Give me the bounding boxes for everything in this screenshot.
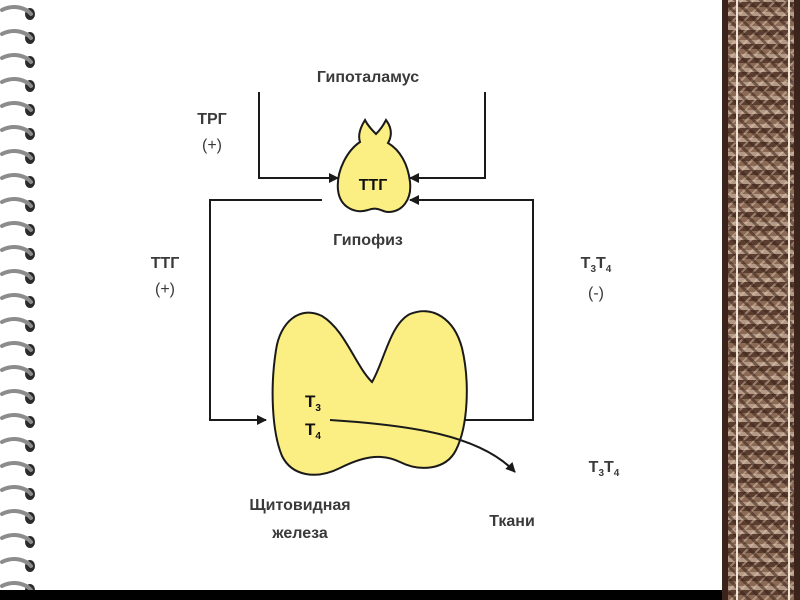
feedback-label: Т3Т4 (581, 255, 612, 275)
trh-sign: (+) (202, 137, 222, 154)
binding-ring (0, 149, 33, 160)
notebook-page (0, 0, 722, 590)
thyroid-t4: Т4 (305, 420, 321, 442)
bottom-bar (0, 590, 722, 600)
tsh-label: ТТГ (151, 255, 180, 272)
binding-ring (0, 245, 33, 256)
binding-ring (0, 437, 33, 448)
binding-ring (0, 389, 33, 400)
binding-ring (0, 5, 33, 16)
trh-arrow-right (409, 92, 486, 183)
pituitary-hormone: ТТГ (359, 177, 388, 194)
pituitary-gland (336, 117, 412, 214)
tsh-arrow (209, 199, 322, 425)
binding-ring (0, 101, 33, 112)
spiral-binding (0, 5, 35, 590)
binding-ring (0, 581, 33, 590)
binding-ring (0, 221, 33, 232)
binding-ring (0, 77, 33, 88)
feedback-arrow (409, 195, 534, 421)
binding-ring (0, 557, 33, 568)
binding-ring (0, 485, 33, 496)
binding-ring (0, 197, 33, 208)
binding-ring (0, 173, 33, 184)
binding-ring (0, 317, 33, 328)
trh-arrow-left (258, 92, 339, 183)
binding-ring (0, 341, 33, 352)
tissues-label: Ткани (489, 513, 535, 530)
hypothalamus-label: Гипоталамус (317, 69, 419, 86)
binding-ring (0, 365, 33, 376)
pituitary-label: Гипофиз (333, 232, 403, 249)
thyroid-label-line1: Щитовидная (249, 497, 350, 514)
thyroid-gland (271, 310, 468, 476)
feedback-sign: (-) (588, 285, 604, 302)
binding-ring (0, 293, 33, 304)
tsh-sign: (+) (155, 281, 175, 298)
binding-ring (0, 461, 33, 472)
trh-label: ТРГ (197, 111, 227, 128)
binding-ring (0, 125, 33, 136)
thyroid-label-line2: железа (271, 525, 328, 542)
binding-ring (0, 29, 33, 40)
tissue-hormones-label: Т3Т4 (589, 459, 620, 479)
thyroid-regulation-diagram: Гипоталамус ТРГ (+) ТТГ Гипофиз ТТГ (+) … (151, 69, 620, 542)
binding-ring (0, 269, 33, 280)
binding-ring (0, 509, 33, 520)
decorative-border (722, 0, 800, 600)
binding-ring (0, 533, 33, 544)
binding-ring (0, 413, 33, 424)
thyroid-t3: Т3 (305, 392, 321, 414)
binding-ring (0, 53, 33, 64)
tissue-arrow (329, 419, 516, 473)
